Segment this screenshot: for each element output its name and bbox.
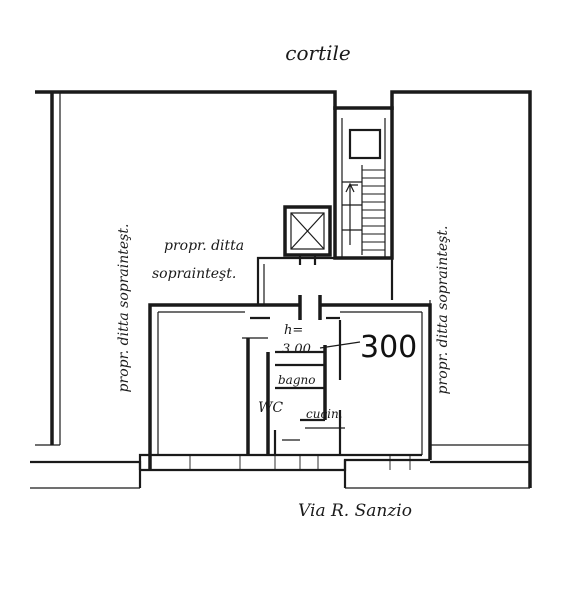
- outer-walls: [30, 90, 532, 489]
- height-value: 3.00: [282, 342, 311, 357]
- wc-label: WC: [258, 400, 283, 416]
- height-label: h=: [284, 323, 303, 338]
- top-neighbor-label-line2: soprainteşt.: [152, 266, 236, 282]
- kitchen-label: cucin.: [306, 407, 343, 421]
- bathroom-label: bagno: [278, 373, 315, 387]
- stair-core: [333, 106, 394, 260]
- apartment-walls: [138, 303, 432, 472]
- courtyard-label: cortile: [285, 41, 350, 65]
- unit-number: 300: [360, 330, 417, 365]
- lift-shaft: [283, 205, 332, 265]
- interior-partitions: [242, 295, 345, 455]
- street-label: Via R. Sanzio: [298, 501, 412, 521]
- right-neighbor-label: propr. ditta soprainteşt.: [435, 226, 451, 395]
- stair-treads: [342, 165, 385, 255]
- landing: [256, 256, 394, 305]
- top-neighbor-label-line1: propr. ditta: [164, 238, 244, 254]
- left-neighbor-label: propr. ditta soprainteşt.: [116, 224, 132, 393]
- stair-arrow: [345, 182, 358, 245]
- leader-line: [319, 341, 361, 349]
